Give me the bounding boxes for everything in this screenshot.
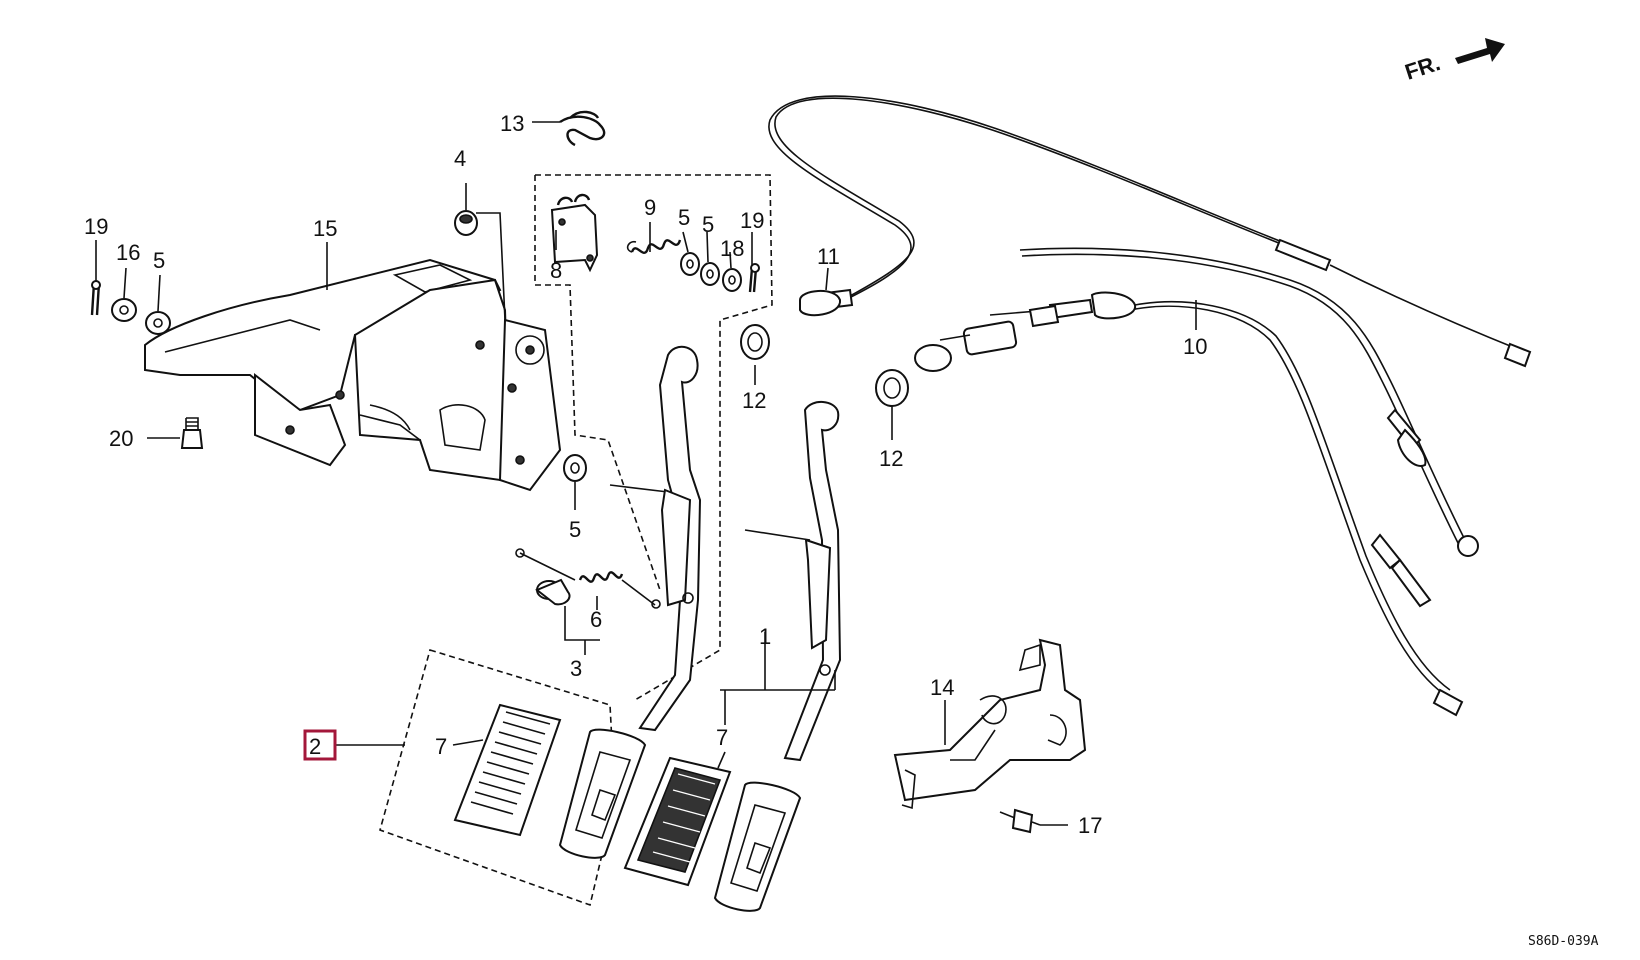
washer-18 [722,268,742,292]
callout-6[interactable]: 6 [590,607,602,632]
selected-part-highlight[interactable] [303,729,337,761]
subassembly-outline [534,174,773,701]
callout-20[interactable]: 20 [109,426,133,451]
switch-8 [550,193,599,273]
callout-16[interactable]: 16 [116,240,140,265]
throttle-cable-10 [914,291,1464,717]
callout-labels: 13 4 19 16 5 15 20 8 9 5 5 18 19 11 12 1… [84,111,1207,838]
washer-5b [563,454,587,482]
callout-5d[interactable]: 5 [702,212,714,237]
callout-19a[interactable]: 19 [84,214,108,239]
pedal-pad-group-outline [379,648,616,907]
bolt-20 [180,417,204,449]
grommet-12b [875,369,909,407]
callout-5c[interactable]: 5 [678,205,690,230]
callout-7a[interactable]: 7 [435,734,447,759]
washer-5a [145,311,171,335]
pedal-arm-left [609,345,702,732]
pedal-rubber-7b [623,756,732,887]
callout-11[interactable]: 11 [817,244,840,269]
callout-15[interactable]: 15 [313,216,337,241]
pedal-pad-right [713,781,802,912]
front-direction-indicator: FR. [1402,38,1505,85]
bolt-17 [999,808,1041,834]
pedal-arm-right [744,401,842,762]
accelerator-cable-lower [1019,247,1479,557]
pedal-rubber-7a [453,703,562,837]
washer-5d [700,262,720,286]
callout-4[interactable]: 4 [454,146,466,171]
leader-lines [95,121,1197,826]
callout-19b[interactable]: 19 [740,208,764,233]
spring-6 [515,548,661,609]
callout-5b[interactable]: 5 [569,517,581,542]
cotter-pin-19b [748,263,760,293]
drawing-code: S86D-039A [1528,934,1599,949]
callout-12b[interactable]: 12 [879,446,903,471]
washer-5c [680,252,700,276]
callout-14[interactable]: 14 [930,675,954,700]
callout-18[interactable]: 18 [720,236,744,261]
callout-2[interactable]: 2 [309,734,321,759]
callout-17[interactable]: 17 [1078,813,1102,838]
callout-3[interactable]: 3 [570,656,582,681]
callout-7b[interactable]: 7 [716,725,728,750]
callout-9[interactable]: 9 [644,195,656,220]
grommet-12a [740,324,770,360]
bumper-4 [454,210,478,236]
clip-13 [559,110,606,147]
pedal-pad-left [558,728,647,859]
collar-3 [535,578,571,606]
throttle-cable-11 [768,95,1532,368]
callout-1[interactable]: 1 [759,624,771,649]
callout-10[interactable]: 10 [1183,334,1207,359]
callout-5a[interactable]: 5 [153,248,165,273]
washer-16 [111,298,137,322]
cotter-pin-19a [90,280,101,316]
front-label: FR. [1402,50,1443,85]
callout-8[interactable]: 8 [550,258,562,283]
front-arrow-icon [1455,38,1505,64]
bracket-14 [893,638,1087,810]
pedal-bracket-15 [144,258,562,492]
callout-12a[interactable]: 12 [742,388,766,413]
spring-9 [626,239,682,255]
callout-13[interactable]: 13 [500,111,524,136]
